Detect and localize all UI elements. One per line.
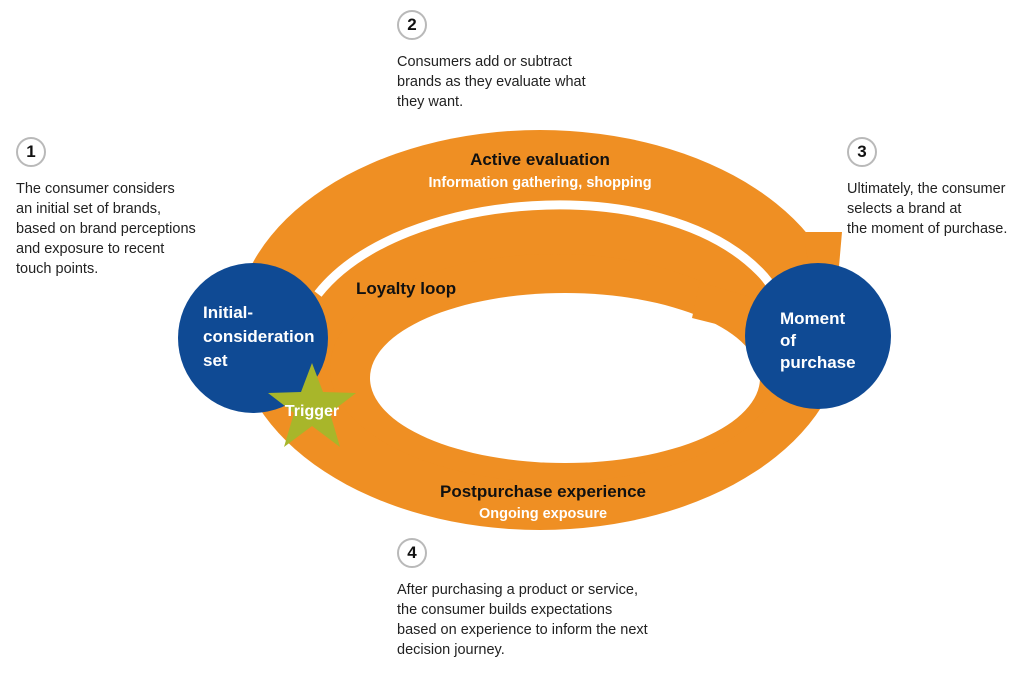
- step-2-line: brands as they evaluate what: [397, 74, 586, 90]
- step-4-note: After purchasing a product or service, t…: [397, 580, 648, 660]
- moment-line-2: of: [780, 331, 796, 350]
- initial-set-line-2: consideration: [203, 327, 314, 346]
- loyalty-loop-label: Loyalty loop: [356, 279, 456, 298]
- step-3-line: Ultimately, the consumer: [847, 181, 1006, 197]
- step-4-line: After purchasing a product or service,: [397, 582, 638, 598]
- initial-set-line-3: set: [203, 351, 228, 370]
- step-3-line: selects a brand at: [847, 201, 962, 217]
- postpurchase-subtitle: Ongoing exposure: [479, 506, 607, 522]
- step-1-line: and exposure to recent: [16, 241, 165, 257]
- step-4-badge: 4: [397, 538, 427, 568]
- active-evaluation-title: Active evaluation: [470, 150, 610, 169]
- step-1-line: an initial set of brands,: [16, 201, 162, 217]
- step-2-badge: 2: [397, 10, 427, 40]
- svg-text:Loyalty loop: Loyalty loop: [356, 279, 456, 298]
- svg-text:Ongoing exposure: Ongoing exposure: [479, 506, 607, 522]
- step-4-line: based on experience to inform the next: [397, 622, 648, 638]
- svg-text:Information gathering, shoppin: Information gathering, shopping: [428, 175, 651, 191]
- svg-text:Initial- consideration: Initial- consideration set: [203, 303, 319, 370]
- step-2-note: Consumers add or subtract brands as they…: [397, 52, 586, 112]
- moment-of-purchase-circle: [745, 263, 891, 409]
- step-1-line: The consumer considers: [16, 181, 175, 197]
- step-2-line: they want.: [397, 94, 464, 110]
- step-3-badge: 3: [847, 137, 877, 167]
- trigger-star: [268, 363, 356, 447]
- inner-hole: [370, 293, 760, 463]
- moment-line-3: purchase: [780, 353, 856, 372]
- svg-text:Postpurchase experience: Postpurchase experience: [440, 482, 646, 501]
- step-3-line: the moment of purchase.: [847, 221, 1008, 237]
- postpurchase-title: Postpurchase experience: [440, 482, 646, 501]
- loyalty-loop-arrowhead: [692, 282, 760, 330]
- initial-set-line-1: Initial-: [203, 303, 253, 322]
- svg-text:Active evaluation: Active evaluation: [470, 150, 610, 169]
- moment-line-1: Moment: [780, 309, 846, 328]
- step-1-line: touch points.: [16, 261, 99, 277]
- step-2-line: Consumers add or subtract: [397, 54, 572, 70]
- step-4-line: decision journey.: [397, 642, 505, 658]
- band-separator: [314, 200, 779, 297]
- initial-consideration-circle: [178, 263, 328, 413]
- step-1-note: The consumer considers an initial set of…: [16, 179, 196, 279]
- step-1-badge: 1: [16, 137, 46, 167]
- trigger-label: Trigger: [285, 403, 339, 420]
- active-evaluation-subtitle: Information gathering, shopping: [428, 175, 651, 191]
- svg-text:Moment of purchase: Moment of purchase: [780, 309, 856, 372]
- step-4-line: the consumer builds expectations: [397, 602, 613, 618]
- svg-text:Trigger: Trigger: [285, 403, 339, 420]
- step-1-line: based on brand perceptions: [16, 221, 196, 237]
- step-3-note: Ultimately, the consumer selects a brand…: [847, 179, 1007, 239]
